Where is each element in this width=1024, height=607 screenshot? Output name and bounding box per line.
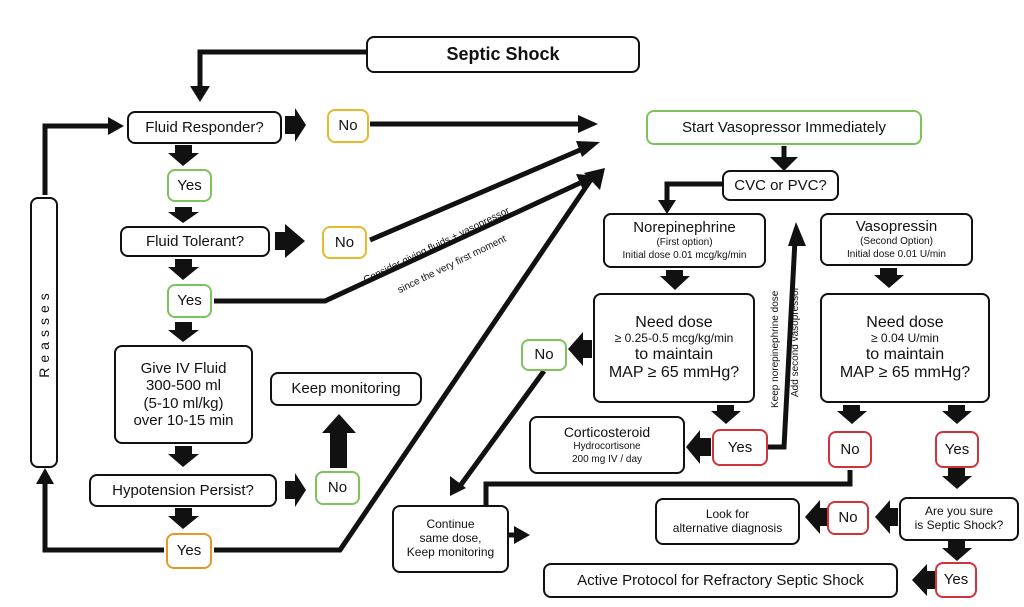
node-continue-same-dose: Continue same dose, Keep monitoring	[392, 505, 509, 573]
edge-septic-to-responder	[197, 49, 366, 88]
block-arrow-needdose-yes-n	[711, 405, 741, 424]
node-start-vasopressor: Start Vasopressor Immediately	[646, 110, 922, 145]
arrowhead-no-vaso-continue	[514, 526, 530, 544]
arrowhead-yes-hypotension	[584, 168, 605, 190]
node-septic-shock: Septic Shock	[366, 36, 640, 73]
edge-yes-tolerant-to-vasopressor	[214, 180, 582, 304]
node-yes-norepinephrine: Yes	[712, 429, 768, 466]
block-arrow-norepi-needdose	[660, 270, 690, 290]
block-arrow-giveiv-hypo	[168, 446, 199, 467]
block-arrow-no-look	[805, 500, 828, 534]
node-yes-sure: Yes	[935, 562, 977, 598]
node-yes-responder: Yes	[167, 169, 212, 202]
node-are-you-sure: Are you sure is Septic Shock?	[899, 497, 1019, 541]
block-arrow-responder-no	[285, 108, 306, 142]
node-keep-monitoring: Keep monitoring	[270, 372, 422, 406]
node-no-sure: No	[827, 501, 869, 535]
arrowhead-cvc-norepi	[658, 200, 676, 214]
block-arrow-responder-yes	[168, 145, 199, 166]
node-vasopressin: Vasopressin (Second Option) Initial dose…	[820, 213, 973, 266]
block-arrow-yes-giveiv	[168, 322, 199, 342]
edge-yes-hypotension-to-vasopressor	[214, 176, 595, 553]
edge-label-add-second-vasopressor: Add second vasopressor	[790, 286, 801, 397]
block-arrow-vaso-needdose	[874, 268, 904, 288]
edge-reassess-loop-bottom	[42, 478, 164, 553]
arrowhead-no-responder	[578, 115, 598, 133]
block-arrow-hypo-no	[285, 473, 306, 507]
node-fluid-responder: Fluid Responder?	[127, 111, 282, 144]
block-arrow-no-keep	[322, 414, 356, 468]
edge-reassess-loop-top	[42, 123, 112, 195]
block-arrow-yes-sure	[942, 468, 972, 489]
edge-label-keep-norepi-dose: Keep norepinephrine dose	[770, 290, 781, 408]
block-arrow-yes-tolerant	[168, 207, 199, 223]
edge-no-tolerant-to-vasopressor	[369, 147, 581, 243]
block-arrow-vaso-no	[837, 405, 867, 424]
block-arrow-hypo-yes	[168, 508, 199, 529]
arrowhead-vasopressor-cvc	[770, 157, 798, 171]
node-norepinephrine: Norepinephrine (First option) Initial do…	[603, 213, 766, 268]
node-need-dose-vasopressin: Need dose ≥ 0.04 U/min to maintain MAP ≥…	[820, 293, 990, 403]
arrowhead-reassess-right	[108, 117, 124, 135]
arrowhead-no-tolerant	[576, 141, 600, 157]
block-arrow-tolerant-no	[275, 224, 305, 258]
node-no-tolerant: No	[322, 226, 367, 259]
node-active-protocol: Active Protocol for Refractory Septic Sh…	[543, 563, 898, 598]
node-look-for-alternative: Look for alternative diagnosis	[655, 498, 800, 545]
block-arrow-yes-active	[912, 564, 935, 596]
arrowhead-septic-responder	[190, 86, 210, 102]
edge-no-norepi-to-continue	[457, 369, 547, 488]
node-need-dose-norepinephrine: Need dose ≥ 0.25-0.5 mcg/kg/min to maint…	[593, 293, 755, 403]
node-yes-hypotension: Yes	[166, 533, 212, 569]
node-fluid-tolerant: Fluid Tolerant?	[120, 226, 270, 257]
block-arrow-needdose-no	[568, 332, 592, 366]
node-yes-tolerant: Yes	[167, 284, 212, 318]
arrowhead-reassess-up	[36, 468, 54, 484]
arrowhead-yes-norepi-vaso	[788, 222, 806, 246]
node-give-iv-fluid: Give IV Fluid 300-500 ml (5-10 ml/kg) ov…	[114, 345, 253, 444]
block-arrow-sure-yes	[942, 540, 972, 561]
node-no-vasopressin: No	[828, 431, 872, 468]
node-no-norepinephrine: No	[521, 339, 567, 371]
edge-cvc-to-norepinephrine	[664, 181, 723, 204]
block-arrow-sure-no	[875, 500, 898, 534]
block-arrow-vaso-yes	[942, 405, 972, 424]
node-yes-vasopressin: Yes	[935, 431, 979, 468]
node-no-responder: No	[327, 109, 369, 143]
node-cvc-or-pvc: CVC or PVC?	[722, 170, 839, 201]
block-arrow-tolerant-yes	[168, 259, 199, 280]
node-corticosteroid: Corticosteroid Hydrocortisone 200 mg IV …	[529, 416, 685, 474]
node-no-hypotension: No	[315, 471, 360, 505]
node-hypotension-persist: Hypotension Persist?	[89, 474, 277, 507]
block-arrow-yes-cortico	[686, 430, 711, 464]
node-reasses: Reasses	[30, 197, 58, 468]
arrowhead-no-norepi-continue	[450, 476, 466, 496]
